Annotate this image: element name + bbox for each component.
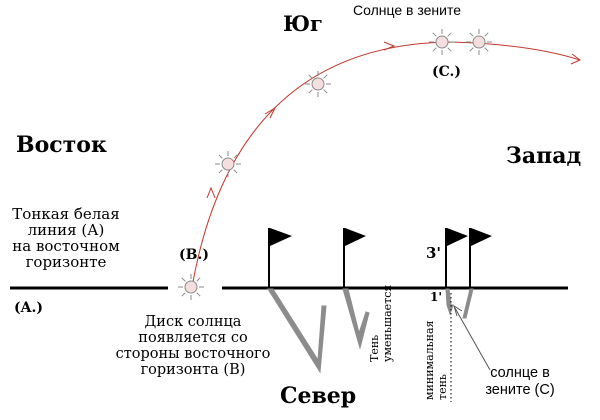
shadow-after-zenith — [462, 288, 474, 319]
label-north: Север — [280, 383, 357, 409]
zenith-bottom-text-2: зените (C) — [485, 382, 555, 398]
label-west: Запад — [506, 143, 582, 169]
shadow-short — [445, 288, 454, 316]
label-point-b: (B.) — [179, 247, 209, 263]
flag-2 — [343, 228, 366, 288]
flag-1 — [268, 228, 292, 288]
shadow-long — [267, 288, 327, 374]
label-east: Восток — [16, 132, 107, 158]
horizon-line-text-2: линия (А) — [27, 221, 105, 239]
minimal-shadow-text: минимальная тень — [423, 320, 449, 400]
flag-4 — [469, 228, 492, 288]
flag-3 — [445, 228, 468, 288]
zenith-bottom-text-1: солнце в — [490, 365, 550, 381]
zenith-bottom-text: солнце в зените (C) — [470, 365, 570, 399]
sunrise-text: Диск солнца появляется со стороны восточ… — [108, 314, 278, 378]
sun-icon-zenith — [428, 28, 456, 56]
shadows — [267, 288, 474, 374]
sunrise-text-2: появляется со — [138, 330, 248, 346]
horizon-line-text: Тонкая белая линия (А) на восточном гори… — [0, 206, 132, 270]
sun-icon-forenoon — [304, 70, 332, 98]
minimal-shadow-text-1: минимальная — [423, 320, 436, 400]
label-south: Юг — [283, 11, 323, 36]
sunrise-text-3: стороны восточного — [115, 346, 271, 362]
label-1-prime: 1' — [430, 290, 443, 304]
horizon-line-text-4: горизонте — [25, 253, 107, 271]
sun-path-arc — [191, 41, 581, 288]
shadow-decreases-text-1: Тень — [368, 334, 381, 362]
zenith-pointer — [450, 293, 491, 402]
sun-icon-after-zenith — [465, 28, 493, 56]
arc-arrows — [206, 41, 581, 199]
sunrise-text-4: горизонта (B) — [140, 362, 246, 378]
shadow-decreases-text-2: уменьшается — [380, 284, 394, 362]
sunrise-text-1: Диск солнца — [144, 314, 242, 330]
sun-icon-morning — [214, 150, 242, 178]
horizon-line-text-1: Тонкая белая — [12, 205, 120, 223]
shadow-medium — [342, 288, 370, 350]
label-zenith-top: Солнце в зените — [353, 2, 461, 18]
shadow-decreases-text: Тень уменьшается — [368, 284, 394, 362]
sun-icon-rising — [177, 273, 205, 301]
horizon-line-text-3: на восточном — [12, 237, 120, 255]
label-3-prime: 3' — [426, 244, 442, 262]
label-point-c: (C.) — [432, 64, 462, 80]
minimal-shadow-text-2: тень — [435, 374, 449, 400]
label-point-a: (A.) — [14, 300, 43, 316]
